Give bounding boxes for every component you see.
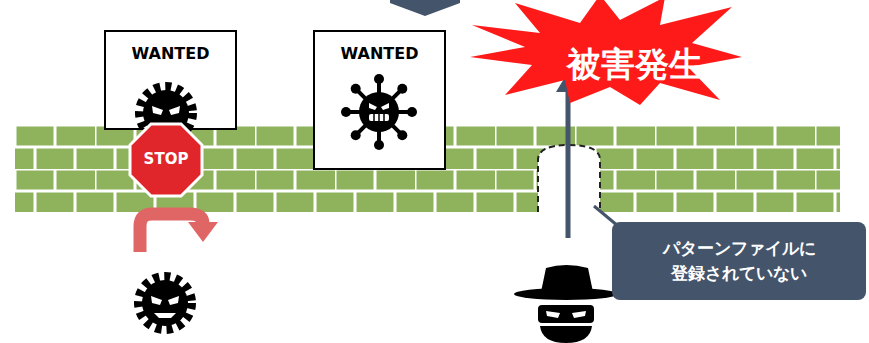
coronavirus-icon — [381, 103, 389, 110]
node-label: WANTED — [341, 42, 419, 65]
virus-icon — [152, 106, 163, 115]
coronavirus-icon — [351, 130, 361, 140]
virus-icon — [151, 296, 162, 305]
node-label: 被害発生 — [567, 40, 703, 89]
attack-arrow — [566, 88, 571, 238]
coronavirus-icon — [351, 84, 361, 94]
hacker-figure — [541, 265, 593, 292]
coronavirus-icon — [341, 74, 417, 150]
burst-outline — [470, 0, 742, 105]
virus-icon — [154, 313, 176, 318]
u-turn-arrow — [140, 214, 203, 252]
arrow-tip — [390, 0, 460, 16]
virus-icon — [142, 280, 188, 326]
coronavirus-icon — [397, 84, 407, 94]
coronavirus-icon — [373, 114, 375, 121]
node-label: パターンファイルに 登録されていない — [630, 236, 848, 285]
coronavirus-icon — [374, 74, 384, 84]
hacker-figure — [514, 265, 618, 343]
coronavirus-icon — [407, 107, 417, 117]
damage-burst: 被害発生 — [470, 0, 745, 105]
virus-icon — [168, 296, 179, 305]
hacker-figure — [546, 311, 560, 318]
u-turn-arrow — [140, 214, 218, 252]
coronavirus-icon — [397, 130, 407, 140]
coronavirus-icon — [341, 107, 351, 117]
hacker-figure — [538, 305, 594, 323]
coronavirus-icon — [359, 92, 399, 132]
coronavirus-icon — [378, 114, 380, 121]
coronavirus-icon — [369, 103, 377, 110]
coronavirus-icon — [369, 114, 389, 121]
virus-icon — [169, 106, 180, 115]
node-label: WANTED — [132, 42, 210, 65]
node-label: STOP — [144, 149, 189, 171]
hacker-figure — [572, 311, 586, 318]
octagon-outline — [130, 124, 202, 196]
hacker-figure — [514, 288, 618, 300]
hacker-figure — [540, 326, 592, 343]
callout-box: パターンファイルに 登録されていない — [612, 222, 866, 300]
virus-icon — [139, 277, 191, 329]
u-turn-arrow — [188, 222, 218, 242]
stop-sign: STOP — [128, 122, 204, 198]
coronavirus-icon — [383, 114, 385, 121]
coronavirus-icon — [374, 140, 384, 150]
virus-icon — [139, 277, 191, 329]
